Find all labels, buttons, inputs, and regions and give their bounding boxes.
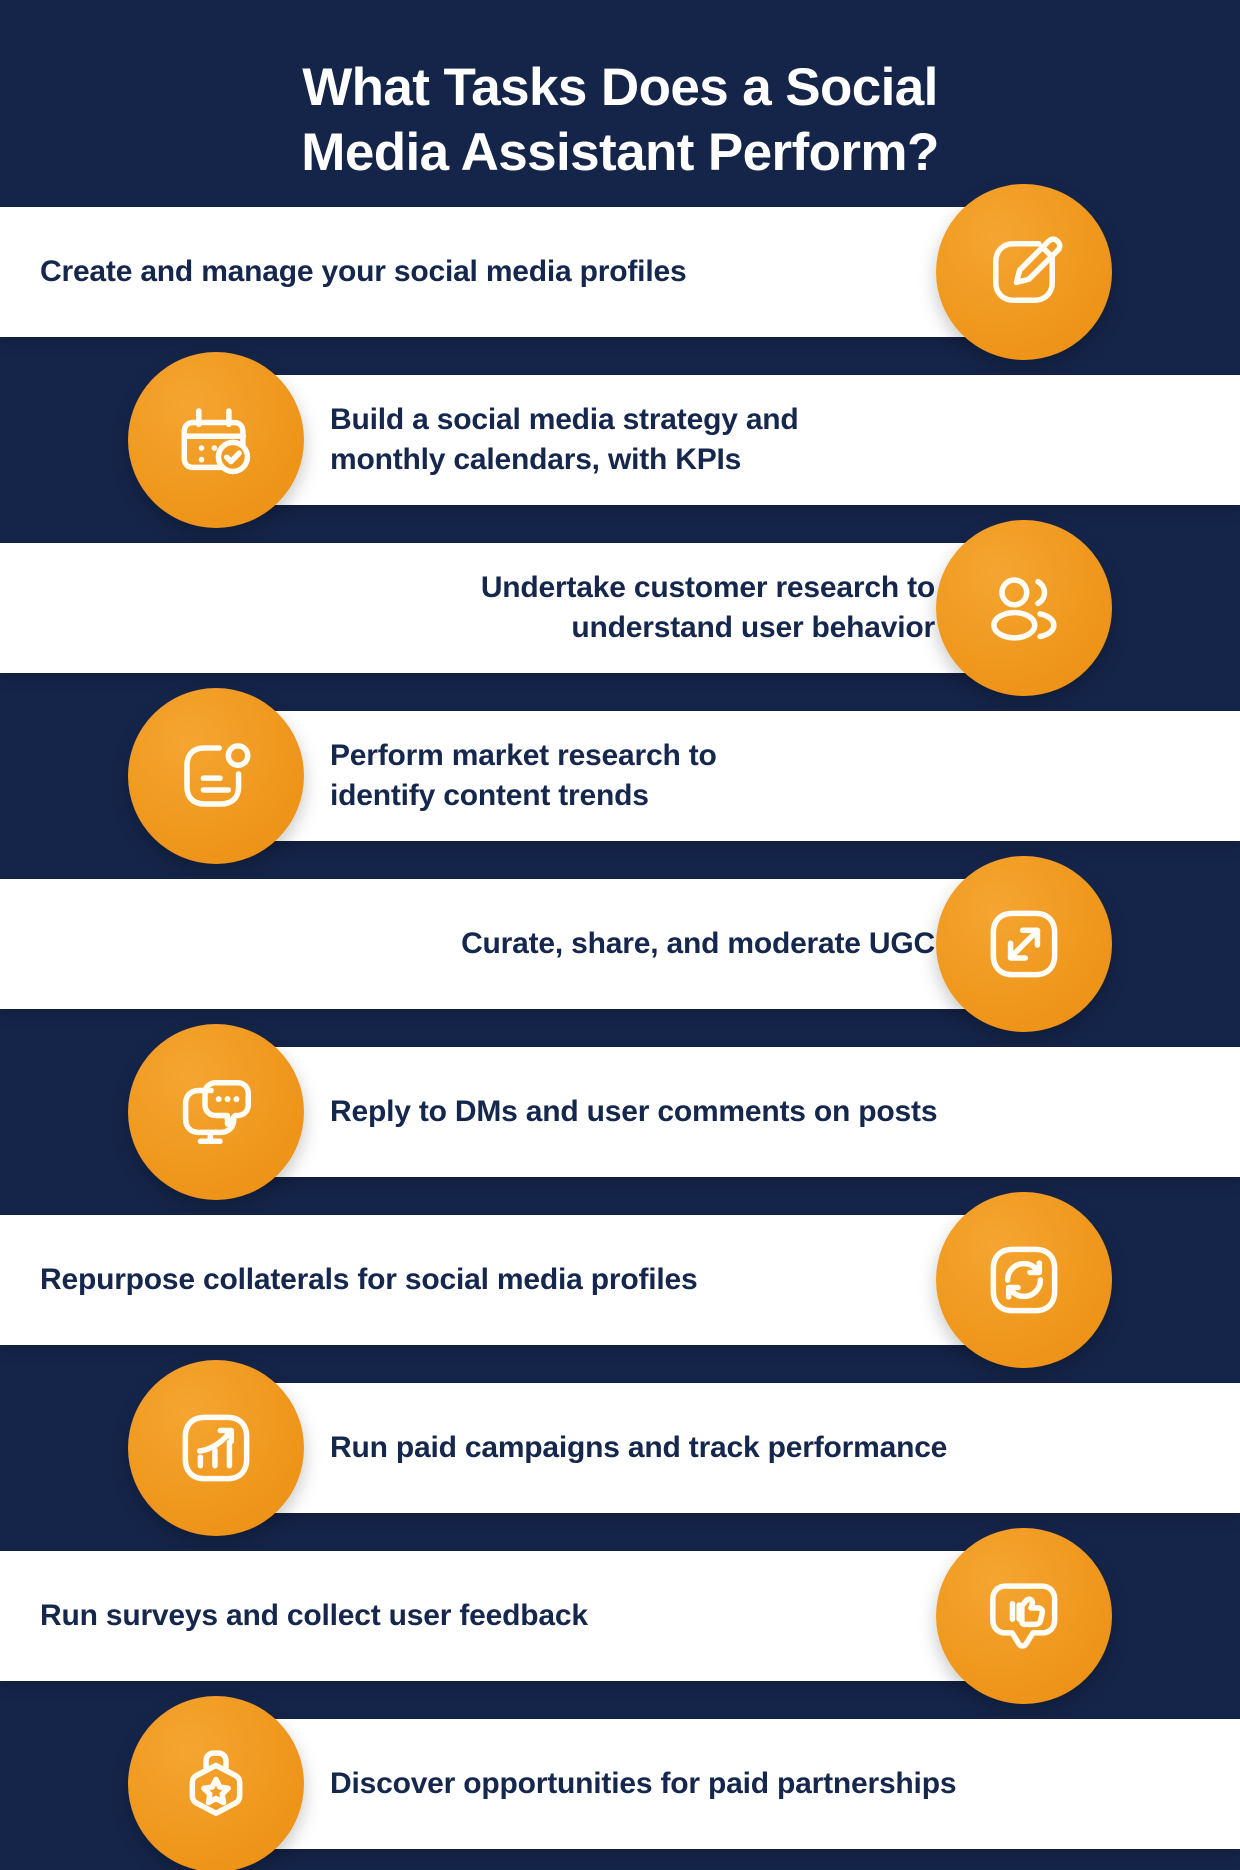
task-bar: [173, 375, 1240, 505]
task-label-line-1: Reply to DMs and user comments on posts: [330, 1095, 938, 1129]
task-label: Undertake customer research to understand…: [40, 543, 935, 673]
task-label-line-1: Perform market research to: [330, 739, 717, 773]
poster-header: What Tasks Does a Social Media Assistant…: [0, 0, 1240, 242]
task-icon-badge: [128, 1696, 304, 1870]
thumbs-up-bubble-icon: [981, 1573, 1067, 1659]
task-bar: [173, 1383, 1240, 1513]
task-label: Run surveys and collect user feedback: [40, 1551, 935, 1681]
task-label: Build a social media strategy and monthly…: [330, 375, 1210, 505]
task-label-line-1: Run paid campaigns and track performance: [330, 1431, 948, 1465]
task-row: Perform market research to identify conte…: [0, 688, 1240, 864]
task-icon-badge: [936, 856, 1112, 1032]
task-bar: [0, 879, 1067, 1009]
task-label: Reply to DMs and user comments on posts: [330, 1047, 1210, 1177]
task-label-line-1: Discover opportunities for paid partners…: [330, 1767, 957, 1801]
task-label-line-2: understand user behavior: [571, 611, 935, 644]
task-icon-badge: [128, 1360, 304, 1536]
task-label: Run paid campaigns and track performance: [330, 1383, 1210, 1513]
task-bar: [173, 1719, 1240, 1849]
task-row: Reply to DMs and user comments on posts: [0, 1024, 1240, 1200]
page-title: What Tasks Does a Social Media Assistant…: [215, 56, 1025, 185]
task-bar: [0, 1215, 1067, 1345]
task-row: Undertake customer research to understand…: [0, 520, 1240, 696]
task-label-line-2: monthly calendars, with KPIs: [330, 443, 742, 476]
task-icon-badge: [936, 184, 1112, 360]
task-label: Repurpose collaterals for social media p…: [40, 1215, 935, 1345]
calendar-check-icon: [173, 397, 259, 483]
task-label-line-1: Undertake customer research to: [480, 571, 935, 605]
task-label: Discover opportunities for paid partners…: [330, 1719, 1210, 1849]
task-bar: [0, 543, 1067, 673]
task-bar: [173, 1047, 1240, 1177]
task-row: Run paid campaigns and track performance: [0, 1360, 1240, 1536]
task-label-line-1: Run surveys and collect user feedback: [40, 1599, 588, 1633]
task-label-line-1: Build a social media strategy and: [330, 403, 799, 437]
task-row: Run surveys and collect user feedback: [0, 1528, 1240, 1704]
task-icon-badge: [128, 1024, 304, 1200]
refresh-square-icon: [981, 1237, 1067, 1323]
task-icon-badge: [128, 688, 304, 864]
task-row: Discover opportunities for paid partners…: [0, 1696, 1240, 1870]
task-label-line-1: Curate, share, and moderate UGC: [461, 927, 935, 961]
task-label-line-1: Create and manage your social media prof…: [40, 255, 687, 289]
task-bar: [0, 207, 1067, 337]
task-row: Curate, share, and moderate UGC: [0, 856, 1240, 1032]
task-icon-badge: [936, 1528, 1112, 1704]
task-icon-badge: [128, 352, 304, 528]
growth-chart-icon: [173, 1405, 259, 1491]
task-bar: [173, 711, 1240, 841]
task-label: Create and manage your social media prof…: [40, 207, 935, 337]
task-label-line-1: Repurpose collaterals for social media p…: [40, 1263, 698, 1297]
task-icon-badge: [936, 1192, 1112, 1368]
task-label: Perform market research to identify conte…: [330, 711, 1210, 841]
page-title-line-1: What Tasks Does a Social: [302, 58, 938, 118]
chat-monitor-icon: [173, 1069, 259, 1155]
task-row: Build a social media strategy and monthly…: [0, 352, 1240, 528]
expand-arrows-icon: [981, 901, 1067, 987]
task-label: Curate, share, and moderate UGC: [40, 879, 935, 1009]
users-group-icon: [981, 565, 1067, 651]
task-icon-badge: [936, 520, 1112, 696]
task-row: Create and manage your social media prof…: [0, 184, 1240, 360]
task-label-line-2: identify content trends: [330, 779, 649, 812]
task-row: Repurpose collaterals for social media p…: [0, 1192, 1240, 1368]
document-research-icon: [173, 733, 259, 819]
edit-square-icon: [981, 229, 1067, 315]
task-bar: [0, 1551, 1067, 1681]
badge-star-icon: [173, 1741, 259, 1827]
page-title-line-2: Media Assistant Perform?: [301, 123, 939, 182]
